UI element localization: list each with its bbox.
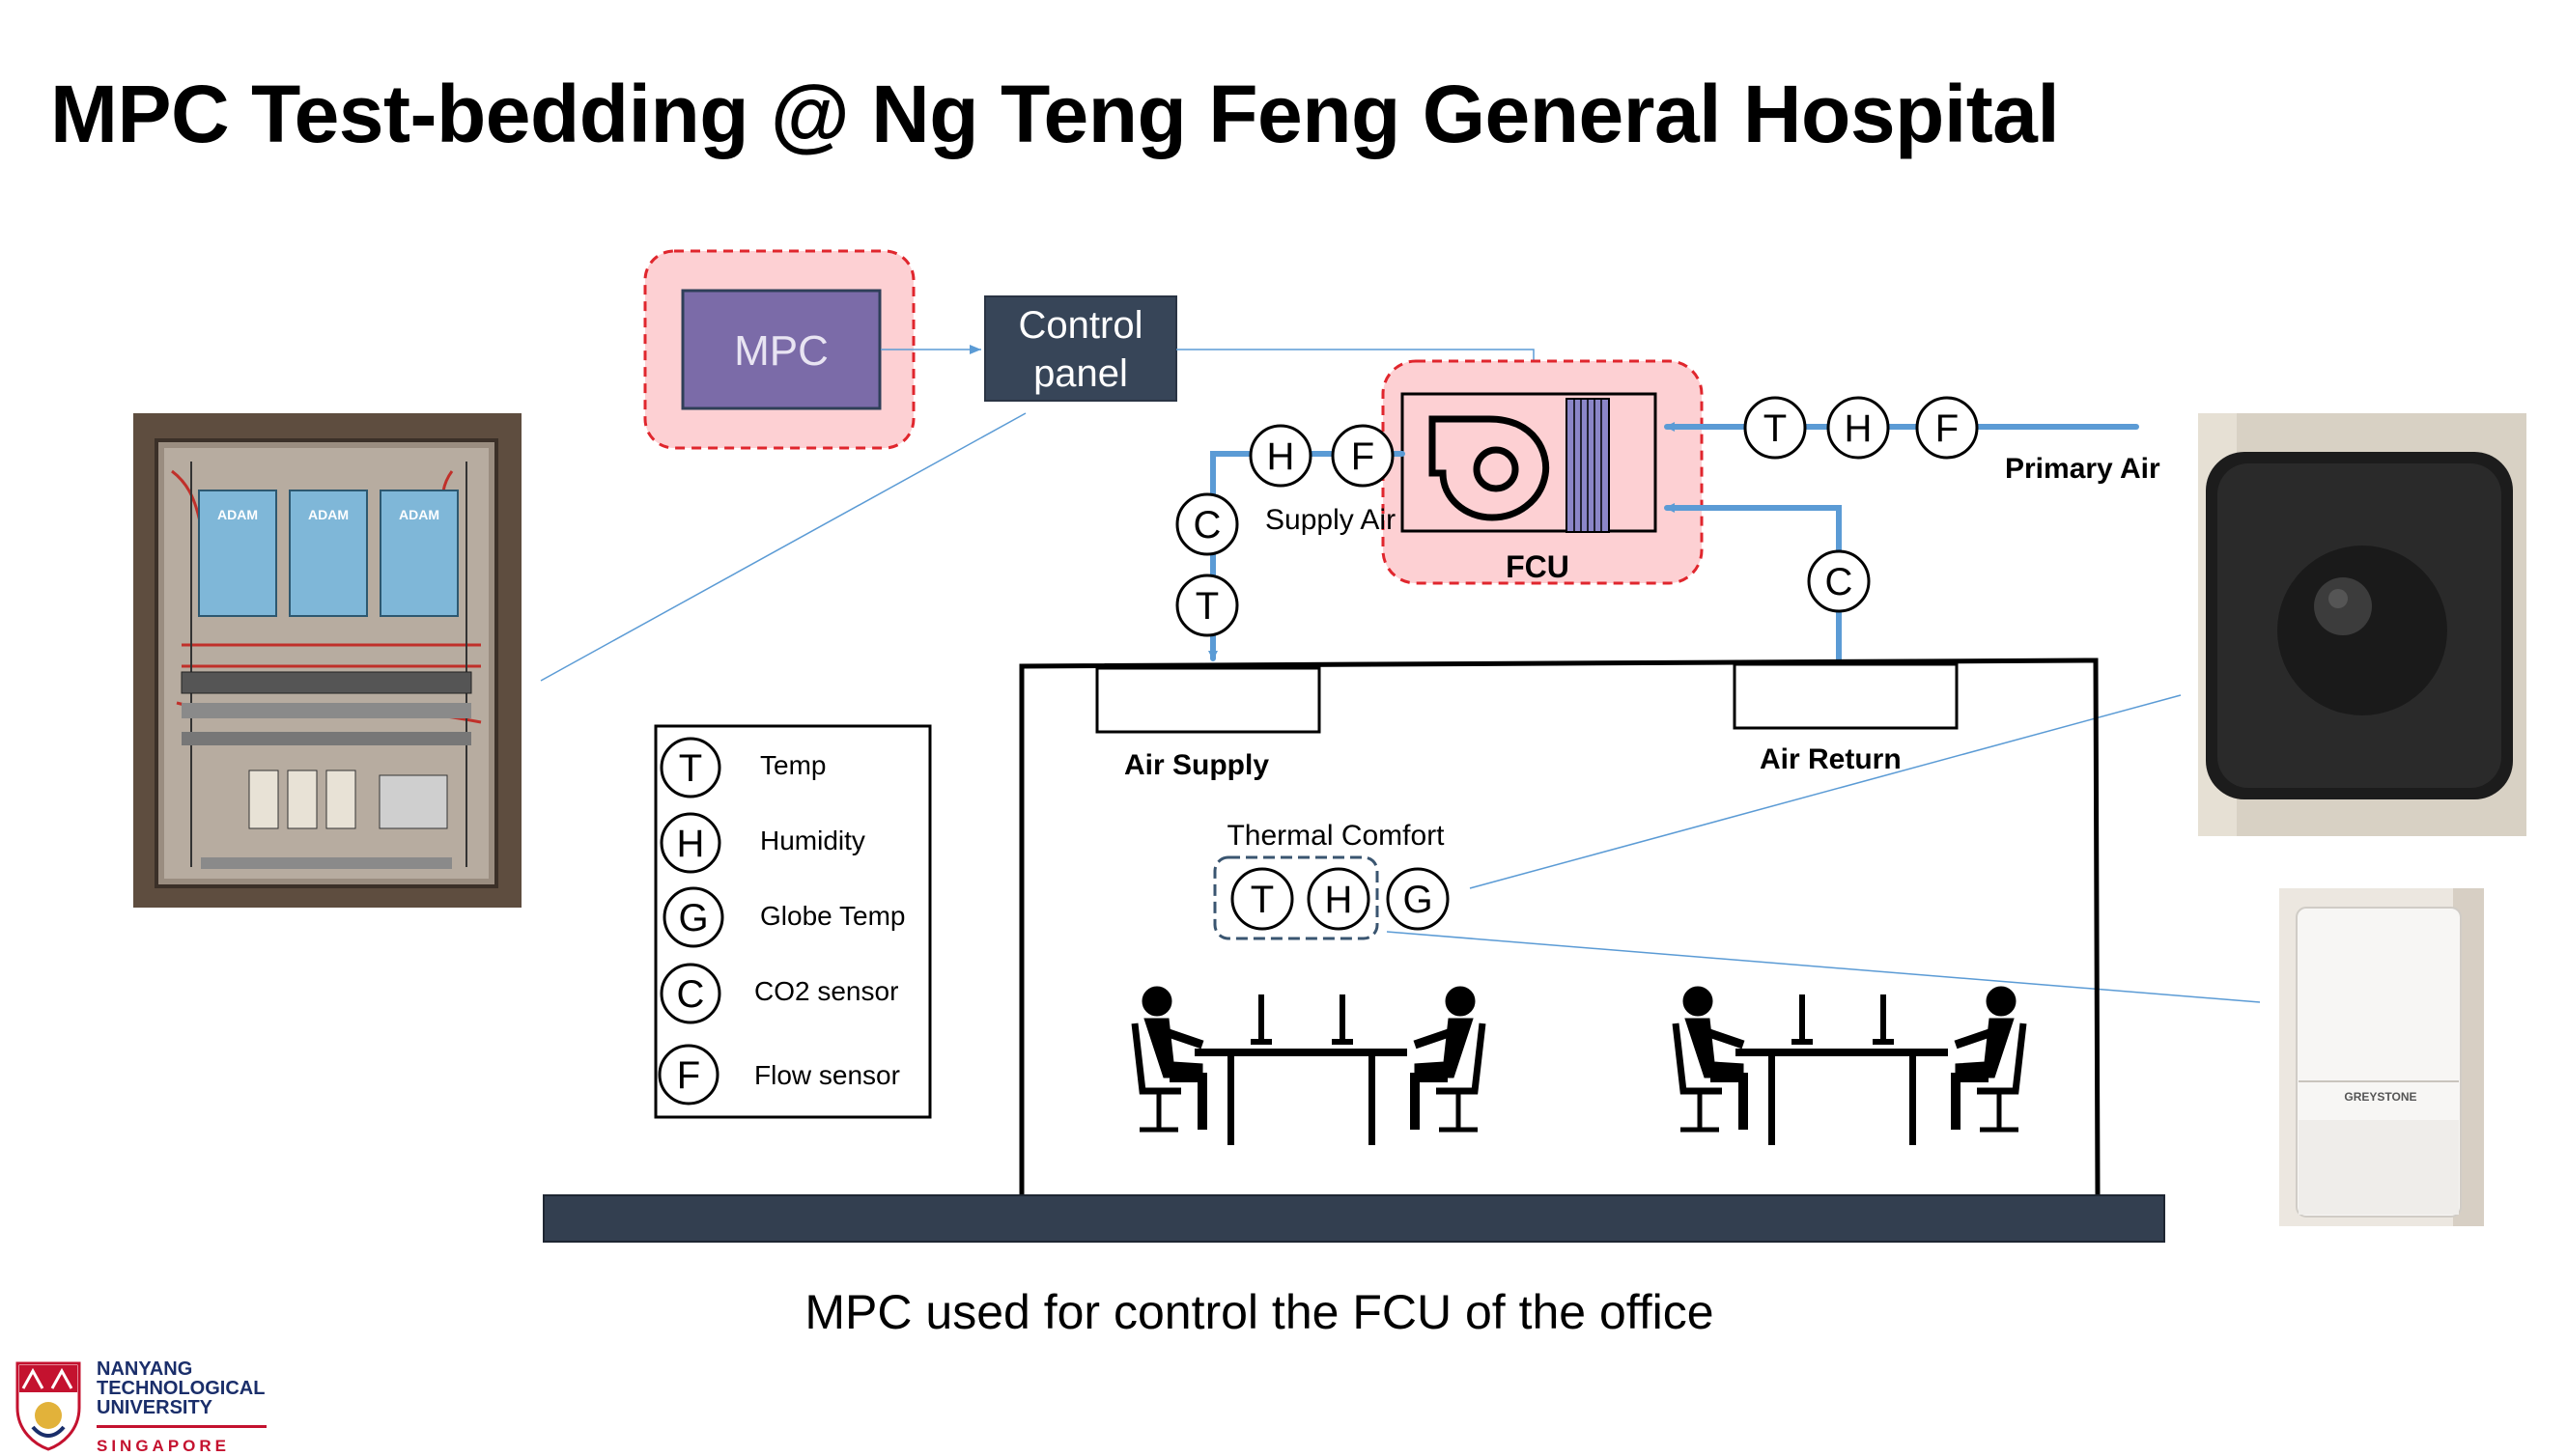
caption-text: MPC used for control the FCU of the offi… — [804, 1285, 1714, 1339]
primary-flow-letter: F — [1935, 407, 1959, 450]
supply-temp-letter: T — [1196, 585, 1219, 628]
air-supply-label: Air Supply — [1124, 749, 1269, 781]
adam-module-label: ADAM — [308, 507, 349, 522]
control-panel-label-line1: Control — [1019, 304, 1143, 347]
control-panel-block: Control panel — [984, 295, 1177, 402]
control-panel-label-line2: panel — [1033, 352, 1128, 395]
coil-icon — [1566, 398, 1610, 533]
fan-icon — [1428, 415, 1550, 521]
person-icon — [1131, 986, 1207, 1133]
supply-humidity-sensor: H — [1249, 424, 1312, 488]
air-return-label: Air Return — [1760, 743, 1902, 775]
sensor-circles: T H F C H F C T — [1175, 396, 1979, 637]
legend-item: F Flow sensor — [658, 1044, 900, 1106]
greystone-sensor-photo: GREYSTONE — [2279, 888, 2484, 1226]
supply-flow-sensor: F — [1331, 424, 1395, 488]
legend-symbol: T — [679, 747, 702, 790]
return-co2-letter: C — [1825, 561, 1853, 603]
office-room: Air Supply Air Return — [543, 658, 2165, 1243]
sensor-legend: T Temp H Humidity G Globe Temp C CO2 sen… — [654, 724, 932, 1119]
workstation-group-right — [1672, 986, 2027, 1145]
caption: MPC used for control the FCU of the offi… — [0, 1284, 2567, 1340]
mpc-label: MPC — [734, 327, 829, 375]
supply-temp-sensor: T — [1175, 574, 1239, 637]
supply-flow-letter: F — [1351, 435, 1374, 478]
return-co2-sensor: C — [1807, 549, 1871, 613]
greystone-brand: GREYSTONE — [2344, 1090, 2416, 1104]
workstation-group-left — [1131, 986, 1486, 1145]
ntu-crest-icon — [15, 1361, 81, 1451]
comfort-humidity-letter: H — [1325, 879, 1353, 921]
primary-temp-sensor: T — [1743, 396, 1807, 460]
primary-temp-letter: T — [1763, 407, 1787, 450]
person-icon — [1672, 986, 1748, 1133]
comfort-temp-letter: T — [1251, 879, 1274, 921]
legend-item: C CO2 sensor — [660, 963, 898, 1024]
legend-label: Globe Temp — [760, 901, 905, 931]
legend-label: Flow sensor — [754, 1060, 900, 1090]
logo-line3: UNIVERSITY — [97, 1397, 213, 1418]
page-title: MPC Test-bedding @ Ng Teng Feng General … — [50, 69, 2060, 159]
legend-label: Humidity — [760, 826, 865, 855]
legend-label: Temp — [760, 750, 826, 780]
desk — [1735, 1049, 1948, 1056]
adam-module: ADAM — [380, 490, 459, 617]
person-icon — [1951, 986, 2027, 1133]
comfort-humidity-sensor: H — [1307, 867, 1370, 931]
supply-co2-letter: C — [1194, 504, 1222, 546]
logo-line1: NANYANG — [97, 1358, 193, 1380]
logo-line4: SINGAPORE — [97, 1437, 231, 1455]
adam-module-label: ADAM — [399, 507, 439, 522]
legend-symbol: F — [677, 1054, 700, 1097]
primary-humidity-letter: H — [1845, 407, 1873, 450]
legend-item: G Globe Temp — [663, 886, 905, 948]
logo-line2: TECHNOLOGICAL — [97, 1378, 266, 1399]
legend-symbol: C — [677, 973, 705, 1016]
legend-item: T Temp — [660, 737, 826, 798]
monitor-icon — [1251, 994, 1353, 1045]
thermal-comfort-sensors: Thermal Comfort T H G — [1213, 820, 1450, 940]
globe-sensor-photo — [2198, 413, 2526, 836]
floor-slab — [543, 1194, 2165, 1243]
leader-lines — [540, 412, 2261, 1003]
comfort-globe-letter: G — [1402, 879, 1432, 921]
adam-module: ADAM — [289, 490, 368, 617]
comfort-temp-sensor: T — [1230, 867, 1294, 931]
supply-co2-sensor: C — [1175, 492, 1239, 556]
comfort-globe-sensor: G — [1386, 867, 1450, 931]
ntu-logo: NANYANG TECHNOLOGICAL UNIVERSITY SINGAPO… — [14, 1358, 303, 1455]
fcu-block: FCU — [1381, 359, 1704, 585]
control-cabinet-photo: ADAM ADAM ADAM — [133, 413, 522, 908]
monitor-icon — [1791, 994, 1894, 1045]
person-icon — [1410, 986, 1486, 1133]
thermal-comfort-label: Thermal Comfort — [1227, 820, 1445, 852]
primary-air-label: Primary Air — [2005, 453, 2160, 485]
desk — [1195, 1049, 1407, 1056]
supply-air-label: Supply Air — [1265, 504, 1396, 536]
logo-divider — [97, 1425, 267, 1428]
supply-humidity-letter: H — [1267, 435, 1295, 478]
primary-humidity-sensor: H — [1826, 396, 1890, 460]
legend-label: CO2 sensor — [754, 976, 898, 1006]
adam-module: ADAM — [198, 490, 277, 617]
legend-symbol: G — [678, 897, 708, 939]
legend-symbol: H — [677, 823, 705, 865]
mpc-block: MPC — [643, 249, 916, 450]
legend-item: H Humidity — [660, 812, 865, 874]
fcu-label: FCU — [1506, 549, 1569, 584]
primary-flow-sensor: F — [1915, 396, 1979, 460]
adam-module-label: ADAM — [217, 507, 258, 522]
